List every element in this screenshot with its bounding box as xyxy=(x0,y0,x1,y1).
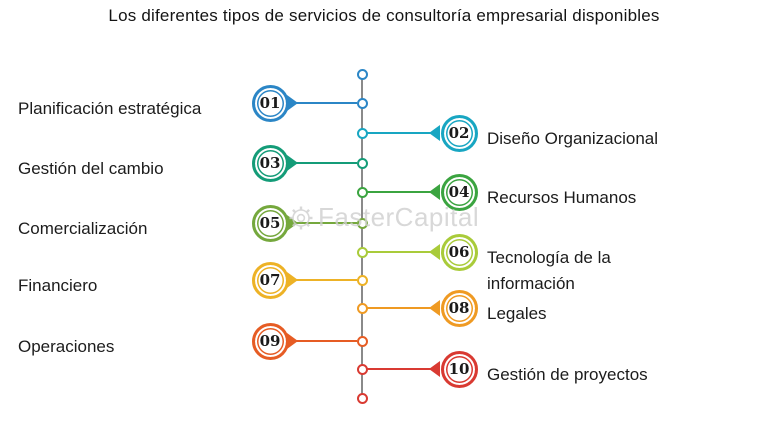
connector-line-09 xyxy=(294,340,357,342)
timeline-node-09 xyxy=(356,335,368,347)
step-number-10: 10 xyxy=(448,360,470,378)
connector-line-02 xyxy=(366,132,433,134)
connector-line-05 xyxy=(294,222,357,224)
service-label-01: Planificación estratégica xyxy=(18,99,202,118)
service-label-09: Operaciones xyxy=(18,337,115,356)
connector-line-03 xyxy=(294,162,357,164)
connector-arrow-02 xyxy=(429,125,440,141)
step-badge-07: 07 xyxy=(251,261,289,299)
step-badge-05: 05 xyxy=(251,204,289,242)
connector-arrow-09 xyxy=(287,333,298,349)
timeline-spine xyxy=(361,74,363,398)
timeline-node-02 xyxy=(356,127,368,139)
step-number-09: 09 xyxy=(259,332,281,350)
step-number-01: 01 xyxy=(259,94,281,112)
step-number-07: 07 xyxy=(259,271,281,289)
step-number-06: 06 xyxy=(448,243,470,261)
service-label-03: Gestión del cambio xyxy=(18,159,164,178)
spine-terminal-bottom xyxy=(356,392,368,404)
connector-line-10 xyxy=(366,368,433,370)
connector-arrow-03 xyxy=(287,155,298,171)
page-title: Los diferentes tipos de servicios de con… xyxy=(108,6,660,25)
step-number-03: 03 xyxy=(259,154,281,172)
connector-arrow-01 xyxy=(287,95,298,111)
connector-line-08 xyxy=(366,307,433,309)
timeline-node-10 xyxy=(356,363,368,375)
connector-line-04 xyxy=(366,191,433,193)
timeline-node-08 xyxy=(356,302,368,314)
service-label-05: Comercialización xyxy=(18,219,148,238)
connector-arrow-07 xyxy=(287,272,298,288)
connector-arrow-05 xyxy=(287,215,298,231)
service-label-02: Diseño Organizacional xyxy=(487,129,659,148)
timeline-node-07 xyxy=(356,274,368,286)
step-badge-01: 01 xyxy=(251,84,289,122)
step-badge-02: 02 xyxy=(440,114,478,152)
connector-line-07 xyxy=(294,279,357,281)
step-badge-04: 04 xyxy=(440,173,478,211)
step-badge-06: 06 xyxy=(440,233,478,271)
timeline-node-03 xyxy=(356,157,368,169)
connector-arrow-10 xyxy=(429,361,440,377)
service-label-04: Recursos Humanos xyxy=(487,188,637,207)
timeline-node-05 xyxy=(356,217,368,229)
service-label-07: Financiero xyxy=(18,276,98,295)
step-badge-10: 10 xyxy=(440,350,478,388)
service-label-10: Gestión de proyectos xyxy=(487,365,648,384)
timeline-node-06 xyxy=(356,246,368,258)
step-number-04: 04 xyxy=(448,183,470,201)
connector-line-01 xyxy=(294,102,357,104)
connector-arrow-08 xyxy=(429,300,440,316)
step-badge-03: 03 xyxy=(251,144,289,182)
connector-arrow-04 xyxy=(429,184,440,200)
connector-line-06 xyxy=(366,251,433,253)
step-number-02: 02 xyxy=(448,124,470,142)
timeline-node-04 xyxy=(356,186,368,198)
step-number-05: 05 xyxy=(259,214,281,232)
step-badge-09: 09 xyxy=(251,322,289,360)
service-label-08: Legales xyxy=(487,304,547,323)
step-badge-08: 08 xyxy=(440,289,478,327)
service-label-06: Tecnología de la información xyxy=(487,248,611,293)
step-number-08: 08 xyxy=(448,299,470,317)
connector-arrow-06 xyxy=(429,244,440,260)
timeline-node-01 xyxy=(356,97,368,109)
spine-terminal-top xyxy=(356,68,368,80)
